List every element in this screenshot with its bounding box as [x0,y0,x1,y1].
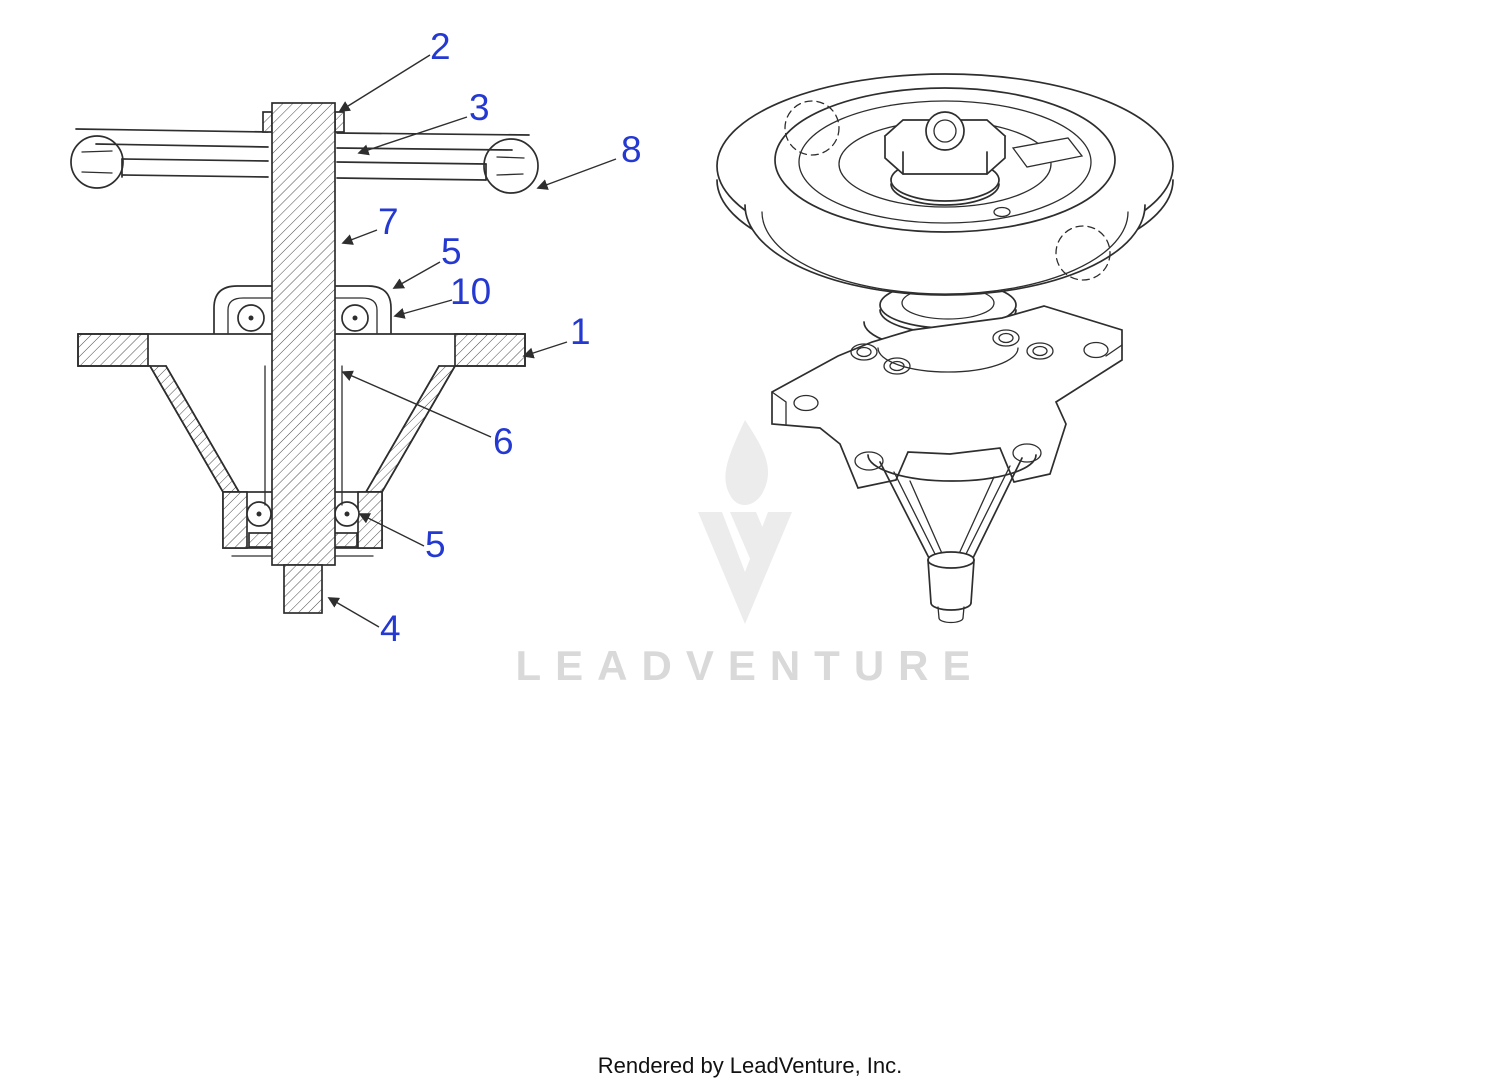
callout-1: 1 [570,311,591,352]
callout-3: 3 [469,87,490,128]
callout-10: 10 [450,271,492,312]
cone-housing [867,454,1037,561]
callout-6: 6 [493,421,514,462]
spindle-flange [771,305,1123,489]
leader-line-6 [341,370,492,438]
shaft-stub [927,551,975,624]
hub-nut [883,111,1007,206]
cross-section-view [70,102,539,614]
spacer-tube [264,365,343,506]
leader-line-7 [341,229,378,245]
leader-line-2 [338,54,431,112]
flange-bolt-holes [793,329,1109,471]
mounting-flange [77,333,526,367]
footer-text: Rendered by LeadVenture, Inc. [597,1053,903,1078]
callout-4: 4 [380,608,401,649]
callout-leader-lines [327,54,617,628]
leader-line-1 [522,341,568,359]
spindle-shaft [262,102,345,614]
watermark-text: LEADVENTURE [515,642,985,689]
callout-2: 2 [430,26,451,67]
isometric-view [716,73,1174,624]
leader-line-8 [536,158,617,190]
leadventure-logo-watermark [698,420,792,624]
leader-line-10 [393,299,453,319]
callout-7: 7 [378,201,399,242]
callout-8: 8 [621,129,642,170]
leader-line-3 [357,116,468,156]
callout-5-bottom: 5 [425,524,446,565]
leader-line-5a [392,261,441,289]
pulley-isometric [716,73,1174,296]
leader-line-5b [358,513,425,547]
leader-line-4 [327,597,380,628]
callout-5-top: 5 [441,231,462,272]
